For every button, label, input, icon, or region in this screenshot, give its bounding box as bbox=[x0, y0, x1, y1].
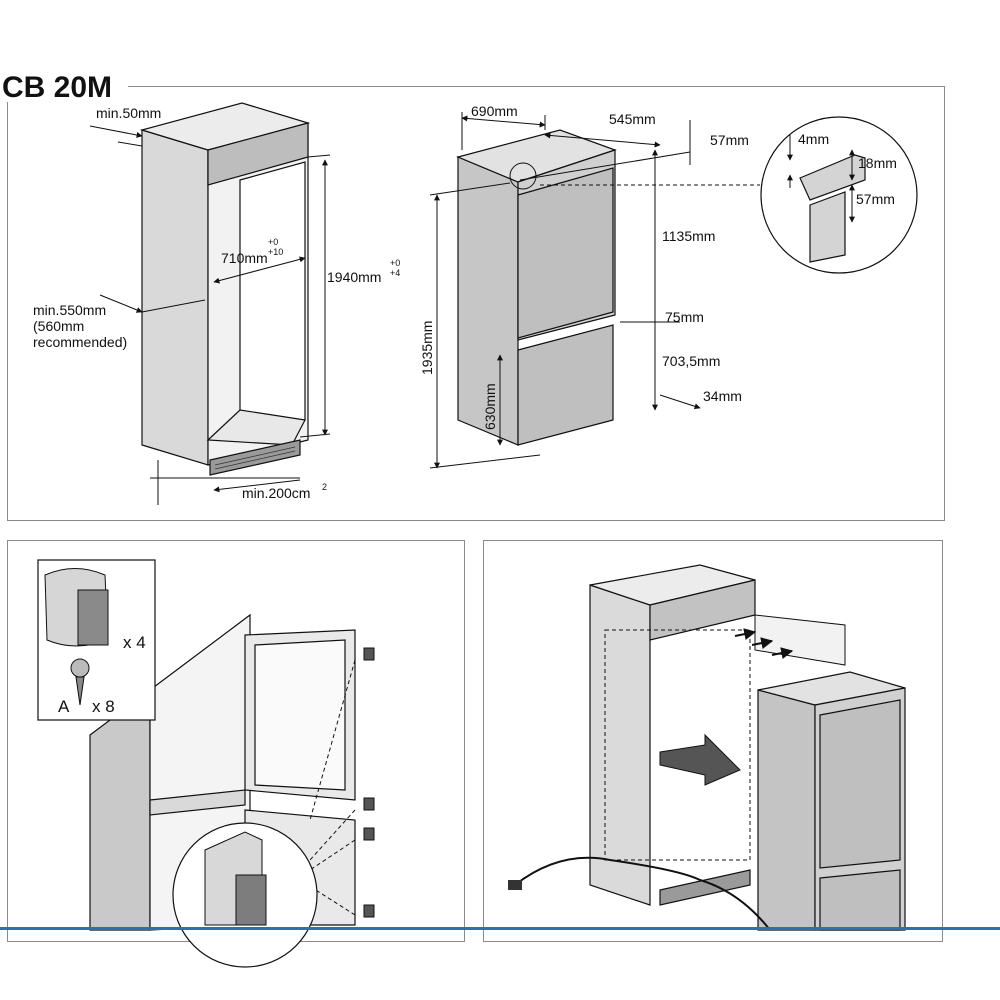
vent-grille-lines bbox=[214, 446, 296, 470]
lower-door-label: 703,5mm bbox=[662, 353, 720, 369]
zoom-bracket bbox=[235, 874, 267, 926]
appliance-width-label: 690mm bbox=[471, 103, 518, 119]
fitting-screws bbox=[363, 647, 375, 918]
screw-icon bbox=[70, 658, 90, 678]
detail-step-label: 18mm bbox=[858, 155, 897, 171]
niche-depth-rec-line2: recommended) bbox=[33, 334, 127, 350]
niche-height-tol-upper: +4 bbox=[390, 268, 400, 278]
lower-height-label: 630mm bbox=[482, 383, 498, 430]
install-door bbox=[754, 614, 846, 666]
niche-height-tol-lower: +0 bbox=[390, 258, 400, 268]
upper-door-label: 1135mm bbox=[662, 228, 715, 244]
door-gap-label: 75mm bbox=[665, 309, 704, 325]
fitting-dashed-lines bbox=[299, 659, 356, 916]
screw-qty-label: x 8 bbox=[92, 697, 115, 716]
niche-depth-rec-line1: (560mm bbox=[33, 318, 84, 334]
page-divider bbox=[0, 927, 1000, 930]
niche-width-tol-lower: +0 bbox=[268, 237, 278, 247]
model-title: CB 20M bbox=[2, 71, 112, 104]
slide-arrows bbox=[734, 628, 794, 660]
install-outline bbox=[604, 629, 751, 861]
ventilation-label: min.200cm bbox=[242, 485, 310, 501]
appliance-depth-label: 545mm bbox=[609, 111, 656, 127]
niche-dimension-lines bbox=[89, 125, 331, 505]
ventilation-sup: 2 bbox=[322, 482, 327, 492]
detail-callout-circle bbox=[509, 162, 537, 190]
niche-height-label: 1940mm bbox=[327, 269, 381, 285]
niche-cabinet bbox=[139, 102, 311, 476]
screw-a-label: A bbox=[58, 697, 70, 716]
niche-width-label: 710mm bbox=[221, 250, 268, 266]
niche-width-tol-upper: +10 bbox=[268, 247, 283, 257]
insert-arrow-icon bbox=[659, 733, 741, 786]
niche-min-depth-label: min.550mm bbox=[33, 302, 106, 318]
bottom-gap-label: 34mm bbox=[703, 388, 742, 404]
detail-profile bbox=[799, 154, 866, 263]
appliance-top-gap-label: 57mm bbox=[710, 132, 749, 148]
install-appliance bbox=[757, 671, 906, 931]
detail-top-label: 57mm bbox=[856, 191, 895, 207]
detail-gap-label: 4mm bbox=[798, 131, 829, 147]
install-niche bbox=[589, 564, 756, 906]
appliance-dimension-lines bbox=[429, 112, 760, 469]
plug-icon bbox=[508, 880, 522, 890]
power-cable bbox=[514, 856, 771, 931]
total-height-label: 1935mm bbox=[419, 321, 435, 375]
bracket-qty-label: x 4 bbox=[123, 633, 146, 652]
bracket-icon bbox=[77, 589, 109, 646]
niche-min-top-label: min.50mm bbox=[96, 105, 161, 121]
detail-dimension-lines bbox=[787, 135, 855, 223]
appliance-body bbox=[456, 129, 617, 446]
